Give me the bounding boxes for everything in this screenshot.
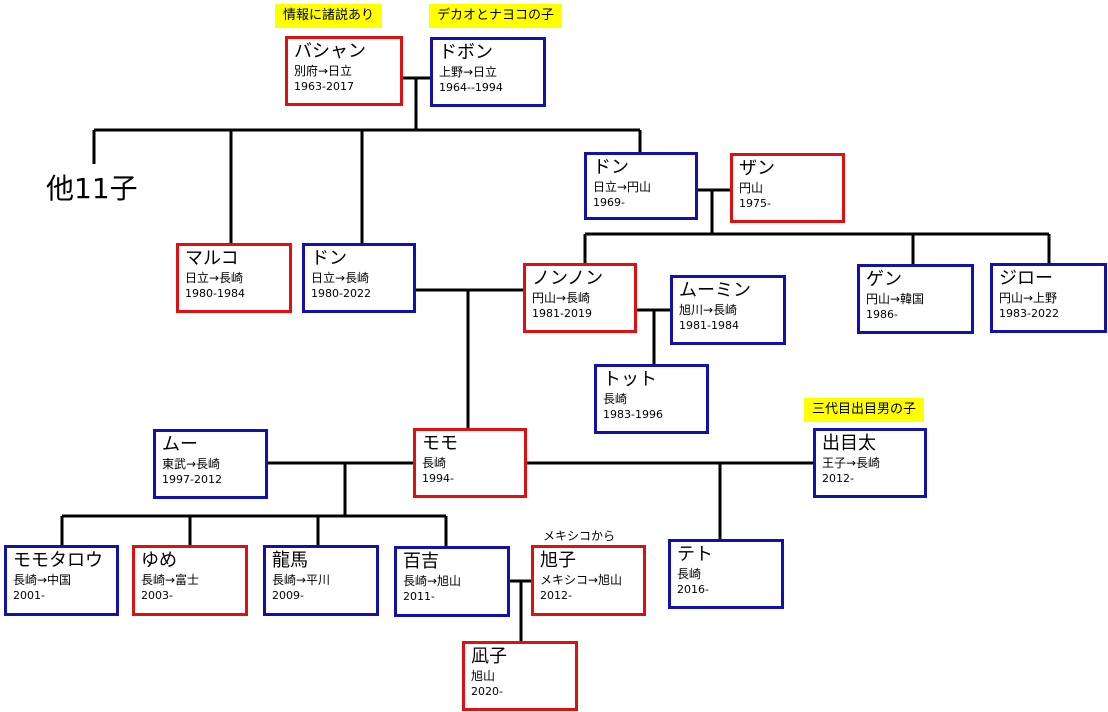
person-name: 出目太 [822, 433, 876, 454]
person-years: 1975- [739, 197, 771, 210]
person-years: 1981-2019 [532, 307, 592, 320]
person-years: 2003- [141, 589, 173, 602]
person-place: 長崎 [422, 456, 447, 470]
person-place: 旭川→長崎 [679, 303, 738, 317]
person-years: 1980-1984 [185, 287, 245, 300]
person-don-1969[interactable]: ドン 日立→円山 1969- [584, 152, 698, 220]
person-name: ザン [739, 158, 775, 179]
person-gen[interactable]: ゲン 円山→韓国 1986- [857, 264, 974, 334]
person-mu[interactable]: ムー 東武→長崎 1997-2012 [153, 429, 268, 499]
person-years: 2016- [677, 583, 709, 596]
note-bashan: 情報に諸説あり [275, 4, 383, 28]
person-years: 2011- [403, 590, 435, 603]
person-name: バシャン [294, 41, 366, 62]
person-years: 1969- [593, 196, 625, 209]
person-place: 長崎→平川 [272, 573, 331, 587]
person-momo[interactable]: モモ 長崎 1994- [413, 428, 527, 498]
person-demeta[interactable]: 出目太 王子→長崎 2012- [813, 428, 927, 498]
person-name: モモタロウ [13, 550, 103, 571]
person-years: 1963-2017 [294, 80, 354, 93]
person-name: トット [603, 369, 657, 390]
person-name: ムーミン [679, 280, 751, 301]
person-place: 長崎→中国 [13, 573, 72, 587]
person-name: ゲン [866, 269, 902, 290]
person-years: 1986- [866, 308, 898, 321]
person-years: 1980-2022 [311, 287, 371, 300]
person-ryoma[interactable]: 龍馬 長崎→平川 2009- [263, 545, 379, 616]
person-don-1980[interactable]: ドン 日立→長崎 1980-2022 [302, 243, 416, 313]
person-name: テト [677, 544, 713, 565]
person-nonnon[interactable]: ノンノン 円山→長崎 1981-2019 [523, 263, 637, 333]
person-place: 上野→日立 [439, 65, 498, 79]
person-tot[interactable]: トット 長崎 1983-1996 [594, 364, 709, 434]
person-name: モモ [422, 433, 458, 454]
person-jiro[interactable]: ジロー 円山→上野 1983-2022 [990, 263, 1107, 333]
person-years: 2020- [471, 685, 503, 698]
person-kyokuko[interactable]: 旭子 メキシコ→旭山 2012- [531, 545, 646, 616]
person-years: 1964--1994 [439, 81, 503, 94]
person-maruko[interactable]: マルコ 日立→長崎 1980-1984 [176, 243, 292, 313]
person-hyakukichi[interactable]: 百吉 長崎→旭山 2011- [394, 546, 510, 617]
person-years: 1983-1996 [603, 408, 663, 421]
person-name: マルコ [185, 248, 239, 269]
person-bashan[interactable]: バシャン 別府→日立 1963-2017 [285, 36, 403, 106]
person-yume[interactable]: ゆめ 長崎→富士 2003- [132, 545, 248, 616]
note-dobon: デカオとナヨコの子 [429, 4, 563, 28]
person-nagiko[interactable]: 凪子 旭山 2020- [462, 641, 578, 711]
person-place: 長崎 [603, 392, 628, 406]
person-place: 旭山 [471, 669, 496, 683]
person-years: 2009- [272, 589, 304, 602]
person-place: 日立→長崎 [185, 271, 244, 285]
note-demeta: 三代目出目男の子 [804, 398, 925, 422]
person-place: 円山→上野 [999, 291, 1058, 305]
person-place: 王子→長崎 [822, 456, 881, 470]
person-tete[interactable]: テト 長崎 2016- [668, 539, 784, 609]
person-place: 長崎 [677, 567, 702, 581]
person-name: ドン [311, 248, 347, 269]
person-years: 2012- [822, 472, 854, 485]
person-name: 旭子 [540, 550, 576, 571]
person-place: 日立→円山 [593, 180, 652, 194]
person-zan[interactable]: ザン 円山 1975- [730, 153, 845, 223]
person-name: ノンノン [532, 268, 604, 289]
person-place: 日立→長崎 [311, 271, 370, 285]
person-years: 1983-2022 [999, 307, 1059, 320]
person-name: 凪子 [471, 646, 507, 667]
person-years: 2012- [540, 589, 572, 602]
person-place: 円山 [739, 181, 764, 195]
person-dobon[interactable]: ドボン 上野→日立 1964--1994 [430, 37, 546, 107]
person-years: 2001- [13, 589, 45, 602]
person-name: 百吉 [403, 551, 439, 572]
person-years: 1997-2012 [162, 473, 222, 486]
person-place: 別府→日立 [294, 64, 353, 78]
person-name: ドボン [439, 42, 493, 63]
person-place: 東武→長崎 [162, 457, 221, 471]
person-years: 1981-1984 [679, 319, 739, 332]
person-momotaro[interactable]: モモタロウ 長崎→中国 2001- [4, 545, 119, 616]
person-name: ムー [162, 434, 198, 455]
person-name: ドン [593, 157, 629, 178]
person-place: 長崎→旭山 [403, 574, 462, 588]
person-name: ゆめ [141, 550, 177, 571]
person-name: ジロー [999, 268, 1053, 289]
person-place: 円山→長崎 [532, 291, 591, 305]
person-years: 1994- [422, 472, 454, 485]
person-place: 円山→韓国 [866, 292, 925, 306]
person-name: 龍馬 [272, 550, 308, 571]
other-children-label: 他11子 [46, 172, 138, 205]
person-place: メキシコ→旭山 [540, 573, 623, 587]
person-place: 長崎→富士 [141, 573, 200, 587]
note-kyokuko: メキシコから [543, 529, 616, 543]
person-moomin[interactable]: ムーミン 旭川→長崎 1981-1984 [670, 275, 786, 345]
